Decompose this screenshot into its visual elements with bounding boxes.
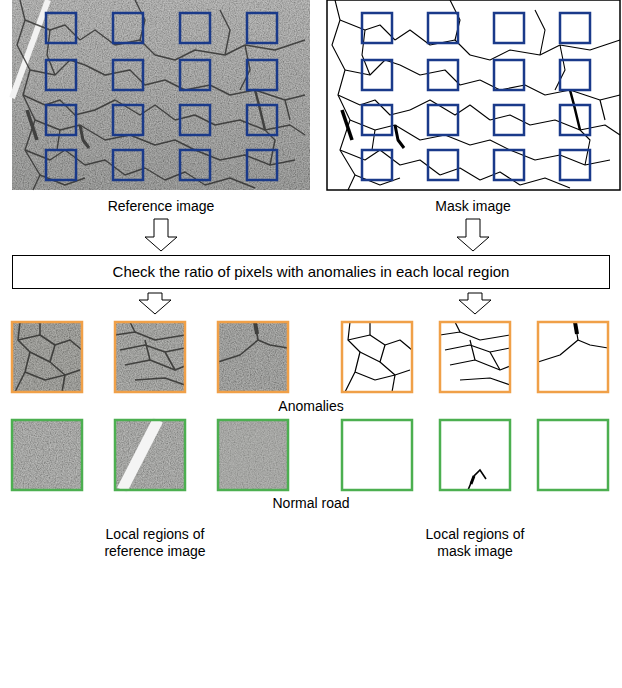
image-group: Mask image xyxy=(326,0,620,215)
row-label: Anomalies xyxy=(278,398,343,415)
image-group: Local regions of reference image xyxy=(10,318,300,560)
normal-patches xyxy=(12,420,608,490)
mask-image xyxy=(327,0,620,190)
image-caption: Local regions of reference image xyxy=(90,526,220,560)
row-label: Normal road xyxy=(272,495,349,512)
hollow-arrow xyxy=(139,293,171,314)
region-grid xyxy=(46,13,590,180)
image-group: Reference image xyxy=(12,0,310,215)
reference-photo xyxy=(12,0,310,190)
hollow-arrow xyxy=(459,293,491,314)
hollow-arrow xyxy=(457,219,489,251)
image-caption: Mask image xyxy=(435,198,510,215)
image-group: Local regions of mask image xyxy=(330,318,620,560)
process-text: Check the ratio of pixels with anomalies… xyxy=(113,263,510,281)
process-box: Check the ratio of pixels with anomalies… xyxy=(12,255,610,289)
anomaly-patches xyxy=(12,322,608,392)
image-caption: Local regions of mask image xyxy=(410,526,540,560)
hollow-arrow xyxy=(145,219,177,251)
image-caption: Reference image xyxy=(108,198,215,215)
